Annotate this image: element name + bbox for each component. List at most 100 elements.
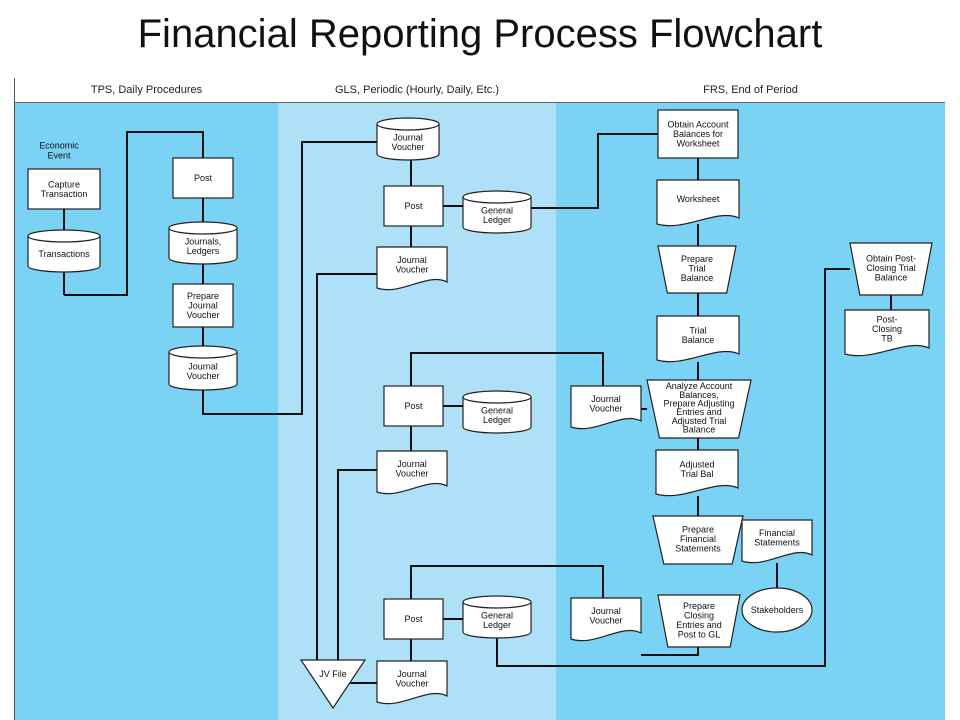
jv-doc-gls-2-label: Voucher	[395, 468, 428, 478]
lane-header-frs: FRS, End of Period	[703, 84, 798, 96]
jv-disk-gls-shape	[376, 117, 440, 161]
obtain-post-closing-shape	[849, 242, 933, 296]
financial-statements-label: Statements	[754, 537, 800, 547]
analyze-label: Entries and	[676, 407, 722, 417]
adjusted-tb-label: Trial Bal	[681, 469, 714, 479]
connector-12	[531, 133, 658, 209]
prepare-closing-label: Prepare	[683, 601, 715, 611]
jv-doc-gls-2-label: Journal	[397, 459, 427, 469]
adjusted-tb-shape	[655, 449, 739, 497]
gl-3-label: General	[481, 610, 513, 620]
prepare-jv-label: Prepare	[187, 291, 219, 301]
obtain-balances-label: Worksheet	[677, 139, 720, 149]
lane-header-gls: GLS, Periodic (Hourly, Daily, Etc.)	[334, 84, 500, 96]
financial-statements-shape	[741, 519, 813, 564]
prepare-closing-label: Closing	[684, 610, 714, 620]
connector-26	[641, 647, 699, 656]
prepare-tb-label: Trial	[688, 264, 705, 274]
connector-27	[410, 565, 604, 599]
jv-doc-frs-2-label: Voucher	[589, 615, 622, 625]
jv-disk-tps-label: Journal	[188, 361, 218, 371]
post-closing-tb-shape	[844, 309, 930, 357]
jv-doc-frs-2-label: Journal	[591, 606, 621, 616]
jv-doc-gls-1-shape	[376, 246, 448, 291]
jv-doc-gls-3-shape	[376, 660, 448, 705]
prepare-fs-label: Financial	[680, 534, 716, 544]
obtain-post-closing-label: Balance	[875, 273, 908, 283]
lane-header-tps: TPS, Daily Procedures	[90, 84, 203, 96]
obtain-balances-shape	[657, 109, 739, 159]
flowchart-svg: CaptureTransactionTransactionsPostJourna…	[27, 109, 933, 710]
jv-file-shape	[299, 659, 367, 710]
transactions-label: Transactions	[38, 249, 90, 259]
analyze-label: Prepare Adjusting	[663, 399, 734, 409]
analyze-label: Balance	[683, 425, 716, 435]
jv-doc-frs-1-label: Journal	[591, 394, 621, 404]
worksheet-label: Worksheet	[677, 194, 720, 204]
jv-doc-frs-1-label: Voucher	[589, 403, 622, 413]
post-closing-tb-label: TB	[881, 334, 893, 344]
capture-transaction-label: Capture	[48, 179, 80, 189]
prepare-closing-label: Post to GL	[678, 629, 721, 639]
jv-disk-gls-label: Journal	[393, 132, 423, 142]
jv-doc-gls-1-label: Voucher	[395, 264, 428, 274]
jv-disk-tps-shape	[168, 345, 238, 391]
economic-event-label: Economic	[39, 140, 79, 150]
obtain-post-closing-label: Closing Trial	[866, 263, 916, 273]
connector-31	[496, 268, 850, 667]
lane-header-bar: TPS, Daily Procedures GLS, Periodic (Hou…	[15, 78, 945, 103]
post-gls-3-shape	[383, 598, 444, 640]
capture-transaction-shape	[27, 168, 101, 210]
gl-2-shape	[462, 390, 532, 434]
gl-2-label: Ledger	[483, 415, 511, 425]
adjusted-tb-label: Adjusted	[679, 459, 714, 469]
obtain-balances-label: Obtain Account	[667, 120, 729, 130]
post-gls-2-shape	[383, 385, 444, 427]
jv-doc-frs-1-shape	[570, 385, 642, 430]
trial-balance-shape	[656, 315, 740, 363]
analyze-shape	[646, 379, 752, 439]
flowchart-canvas: TPS, Daily Procedures GLS, Periodic (Hou…	[14, 78, 945, 720]
stakeholders-label: Stakeholders	[751, 605, 804, 615]
jv-disk-gls-label: Voucher	[391, 142, 424, 152]
journals-ledgers-shape	[168, 221, 238, 265]
post-gls-3-label: Post	[404, 614, 423, 624]
jv-doc-gls-2-shape	[376, 450, 448, 495]
analyze-label: Analyze Account	[666, 381, 733, 391]
obtain-balances-label: Balances for	[673, 129, 723, 139]
journals-ledgers-label: Journals,	[185, 236, 222, 246]
gl-1-shape	[462, 190, 532, 234]
gl-2-label: General	[481, 405, 513, 415]
post-tps-shape	[172, 157, 234, 199]
page-title: Financial Reporting Process Flowchart	[137, 12, 823, 56]
prepare-jv-shape	[172, 283, 234, 328]
prepare-jv-label: Journal	[188, 301, 218, 311]
journals-ledgers-label: Ledgers	[187, 246, 220, 256]
post-closing-tb-label: Closing	[872, 324, 902, 334]
economic-event-label: Event	[47, 150, 71, 160]
post-tps-label: Post	[194, 173, 213, 183]
jv-doc-gls-1-label: Journal	[397, 255, 427, 265]
post-gls-1-shape	[383, 185, 444, 227]
financial-statements-label: Financial	[759, 528, 795, 538]
gl-3-shape	[462, 595, 532, 639]
connector-18	[410, 352, 604, 386]
prepare-jv-label: Voucher	[186, 310, 219, 320]
prepare-tb-label: Prepare	[681, 254, 713, 264]
gl-1-label: General	[481, 205, 513, 215]
capture-transaction-label: Transaction	[41, 189, 88, 199]
prepare-fs-shape	[652, 515, 744, 565]
jv-doc-gls-3-label: Voucher	[395, 678, 428, 688]
connector-7	[202, 141, 377, 415]
post-gls-2-label: Post	[404, 401, 423, 411]
jv-doc-frs-2-shape	[570, 597, 642, 642]
obtain-post-closing-label: Obtain Post-	[866, 254, 916, 264]
jv-disk-tps-label: Voucher	[186, 371, 219, 381]
worksheet-shape	[656, 179, 740, 227]
jv-doc-gls-3-label: Journal	[397, 669, 427, 679]
trial-balance-label: Trial	[689, 325, 706, 335]
post-gls-1-label: Post	[404, 201, 423, 211]
analyze-label: Adjusted Trial	[672, 416, 727, 426]
connector-3	[64, 131, 204, 296]
analyze-label: Balances,	[679, 390, 719, 400]
